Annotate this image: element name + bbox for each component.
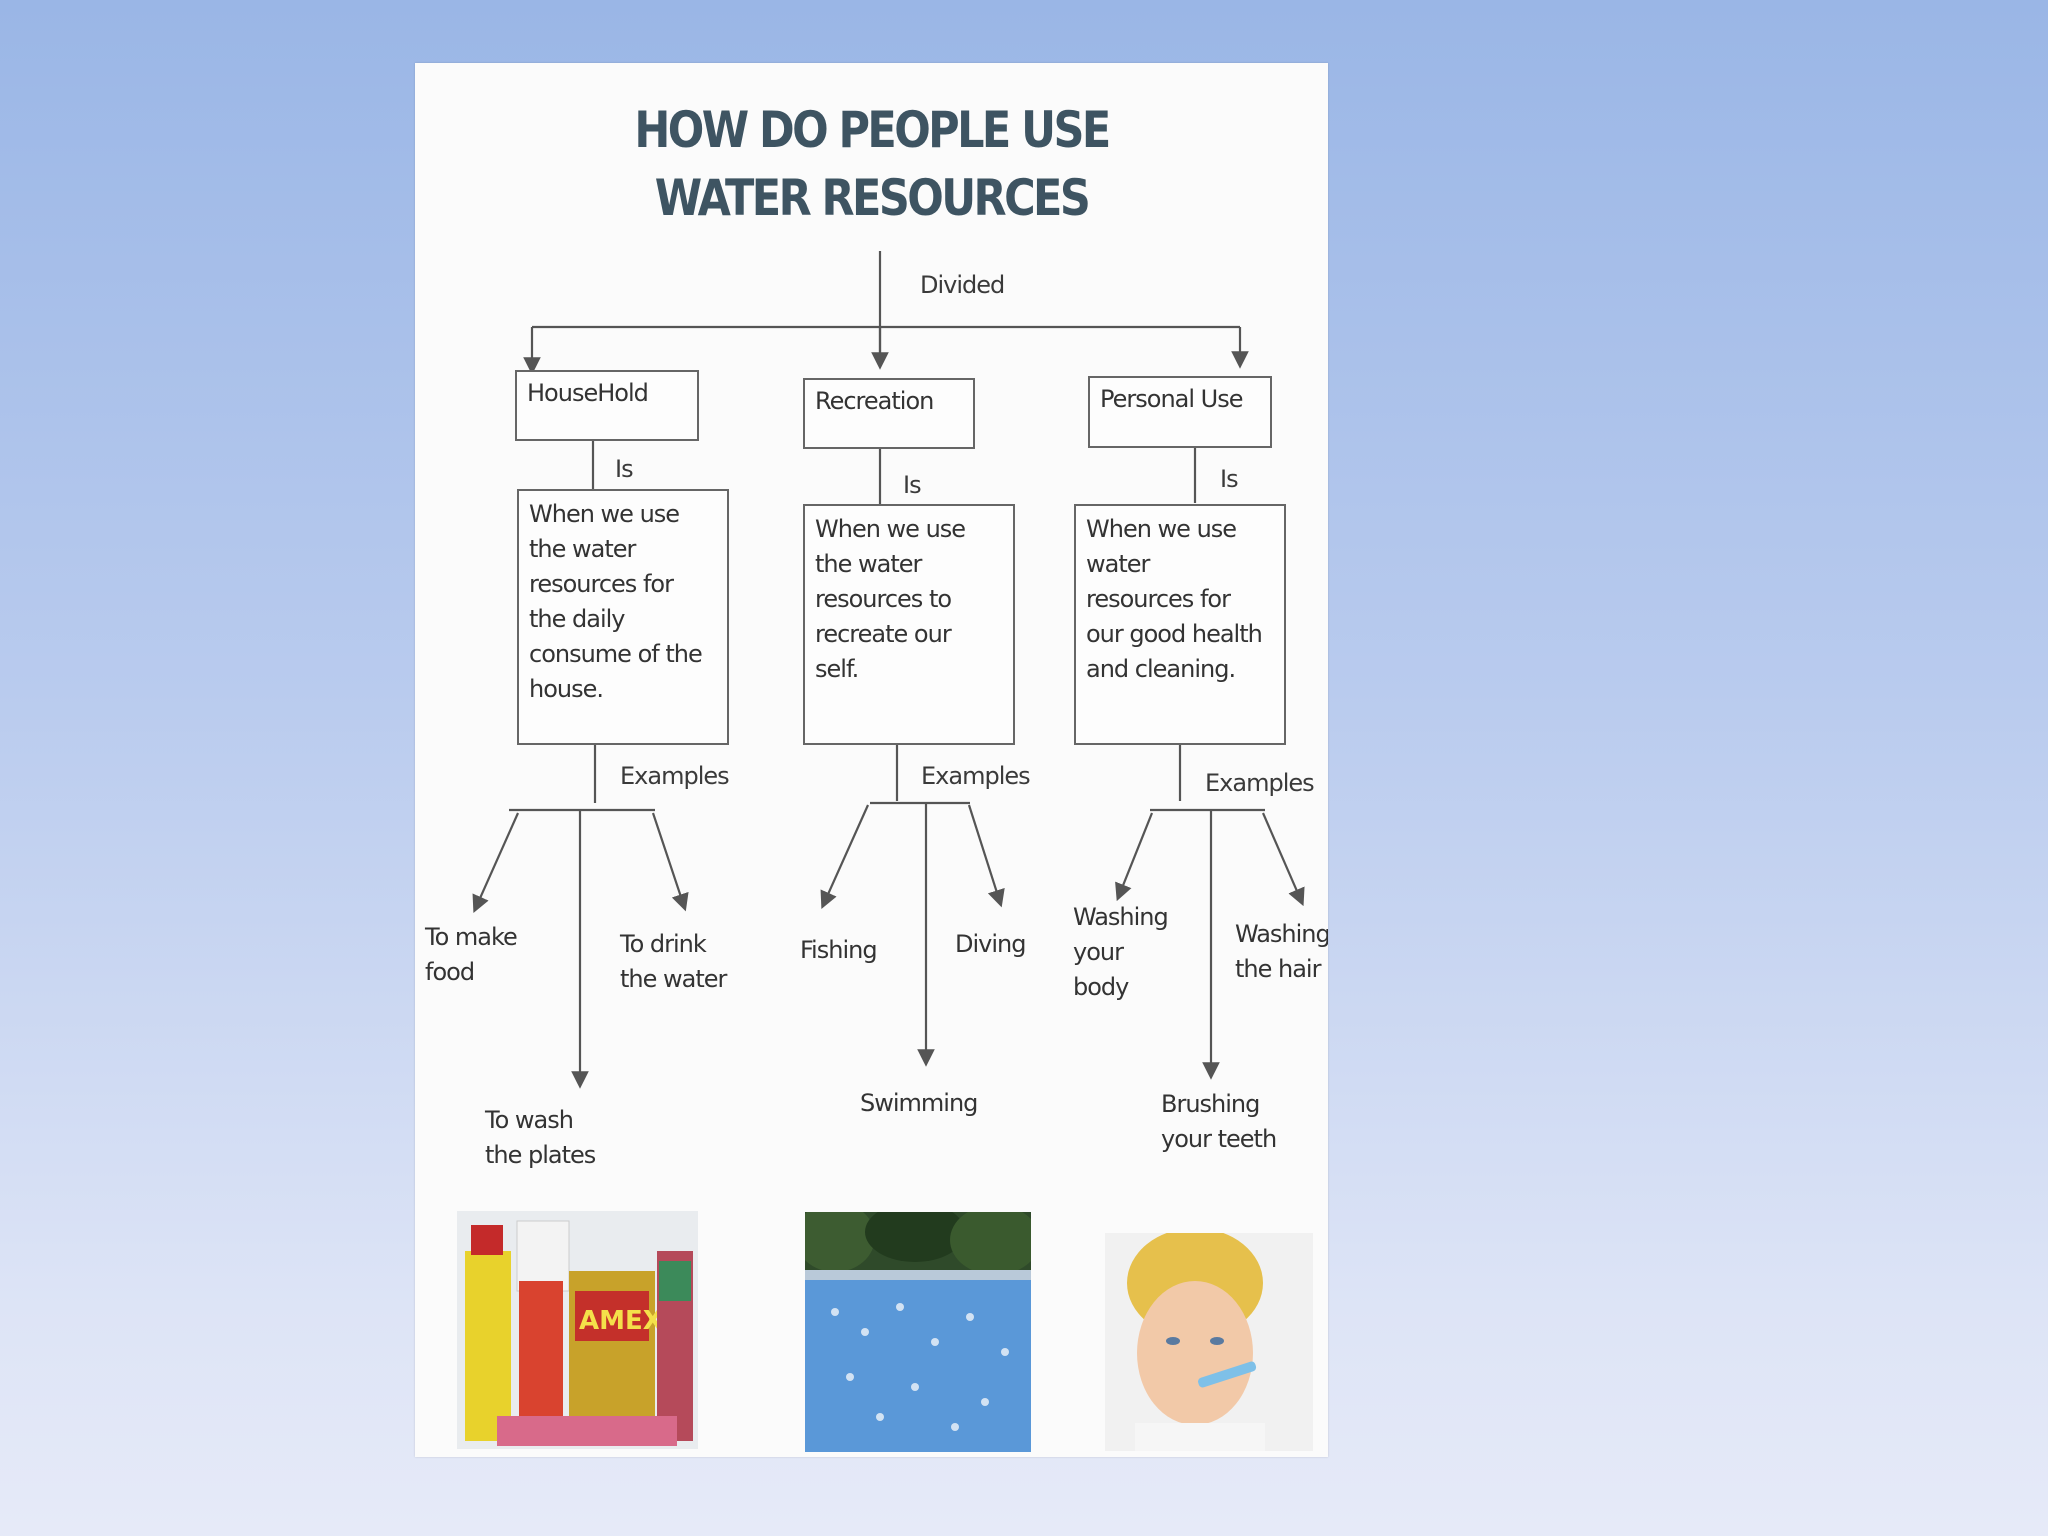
recreation-examples-label: Examples bbox=[921, 762, 1031, 790]
swimming-pool-photo bbox=[805, 1212, 1031, 1452]
category-recreation-box: Recreation bbox=[803, 378, 975, 449]
example-household-drink-water: To drink the water bbox=[620, 930, 727, 993]
poster-sheet: HOW DO PEOPLE USE WATER RESOURCES Divide… bbox=[415, 63, 1328, 1457]
example-household-make-food: To make food bbox=[425, 923, 518, 986]
recreation-is-label: Is bbox=[903, 471, 922, 499]
definition-personal-box: When we use water resources for our good… bbox=[1074, 504, 1286, 745]
example-recreation-diving: Diving bbox=[955, 930, 1026, 958]
divided-label: Divided bbox=[920, 271, 1005, 299]
definition-recreation-box: When we use the water resources to recre… bbox=[803, 504, 1015, 745]
household-branch-left bbox=[472, 812, 520, 914]
poster-title-line-1: HOW DO PEOPLE USE bbox=[634, 101, 1111, 159]
category-personal-box: Personal Use bbox=[1088, 376, 1272, 448]
household-is-label: Is bbox=[615, 455, 634, 483]
amex-brand-text: AMEX bbox=[579, 1306, 663, 1336]
household-cleaning-products-photo: AMEX bbox=[457, 1211, 698, 1449]
example-recreation-fishing: Fishing bbox=[800, 936, 878, 964]
example-household-wash-plates: To wash the plates bbox=[485, 1106, 596, 1169]
recreation-branch-right bbox=[967, 804, 1005, 908]
connector-lines bbox=[472, 251, 1305, 1089]
personal-branch-right bbox=[1261, 812, 1305, 907]
recreation-branch-left bbox=[820, 804, 870, 910]
girl-brushing-teeth-photo bbox=[1105, 1233, 1313, 1451]
example-recreation-swimming: Swimming bbox=[860, 1089, 978, 1117]
example-personal-brush-teeth: Brushing your teeth bbox=[1161, 1090, 1277, 1153]
example-personal-wash-body: Washing your body bbox=[1073, 903, 1169, 1001]
poster-title-line-2: WATER RESOURCES bbox=[654, 169, 1091, 227]
example-personal-wash-hair: Washing the hair bbox=[1235, 920, 1328, 983]
household-branch-right bbox=[651, 812, 689, 912]
personal-is-label: Is bbox=[1220, 465, 1239, 493]
category-household-box: HouseHold bbox=[515, 370, 699, 441]
personal-branch-left bbox=[1115, 812, 1154, 902]
definition-household-box: When we use the water resources for the … bbox=[517, 489, 729, 745]
household-examples-label: Examples bbox=[620, 762, 730, 790]
personal-examples-label: Examples bbox=[1205, 769, 1315, 797]
